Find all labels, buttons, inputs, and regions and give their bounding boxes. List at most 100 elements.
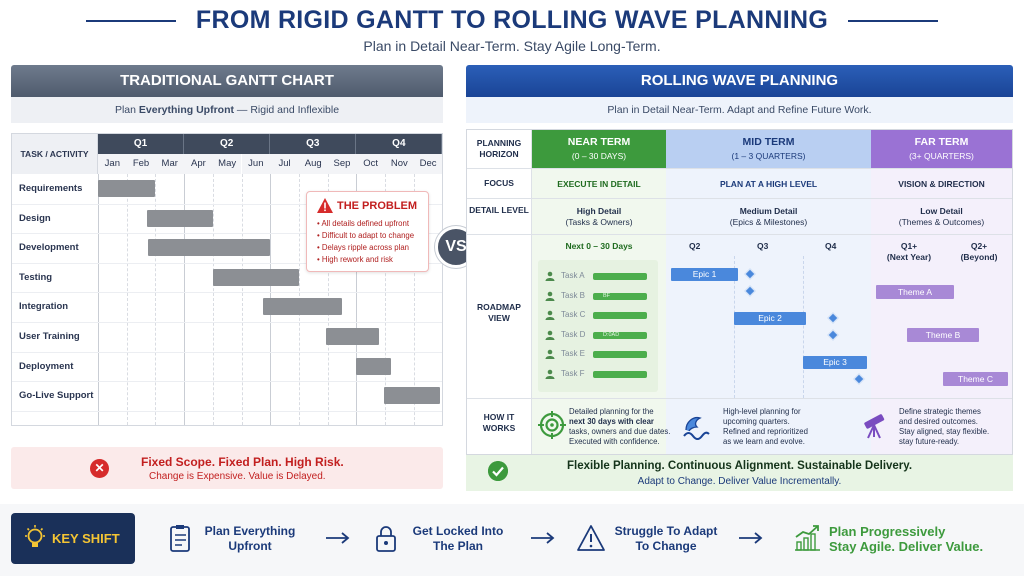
how-line: stay future-ready.	[899, 437, 960, 446]
mid-focus: PLAN AT A HIGH LEVEL	[719, 179, 818, 189]
rolling-wave-footer: Flexible Planning. Continuous Alignment.…	[466, 455, 1013, 491]
gantt-month-header: Jun	[241, 154, 271, 174]
how-line: Executed with confidence.	[569, 437, 660, 446]
problem-item: • Delays ripple across plan	[317, 243, 410, 252]
gantt-gridline	[241, 174, 243, 425]
how-line: tasks, owners and due dates.	[569, 427, 671, 436]
user-icon	[545, 310, 555, 320]
row-label-focus: FOCUS	[484, 178, 514, 188]
gantt-bar	[148, 239, 271, 257]
telescope-icon	[864, 414, 885, 439]
gantt-corner-header: TASK / ACTIVITY	[12, 134, 98, 174]
near-task-label: Task D	[561, 329, 586, 339]
mid-term-title: MID TERM	[742, 136, 795, 148]
theme-bar: Theme C	[943, 372, 1008, 386]
near-task-bar	[593, 370, 647, 378]
step-3-text: Struggle To Adapt To Change	[610, 524, 722, 554]
near-task-row: Task A	[543, 271, 653, 283]
near-task-row: Task F	[543, 369, 653, 381]
divider	[467, 168, 1012, 169]
far-col-1: Q1+ (Next Year)	[879, 241, 939, 263]
gantt-month-header: May	[212, 154, 242, 174]
gantt-task-label: User Training	[19, 331, 80, 342]
epic-bar: Epic 1	[671, 268, 738, 281]
gantt-row-divider	[12, 351, 442, 353]
gantt-sub-bold: Everything Upfront	[138, 104, 234, 116]
divider	[467, 398, 1012, 399]
mid-quarter-q3: Q3	[757, 241, 769, 251]
near-detail: High Detail (Tasks & Owners)	[532, 206, 666, 228]
problem-list: • All details defined upfront • Difficul…	[317, 218, 414, 266]
far-term-header: FAR TERM (3+ QUARTERS)	[871, 130, 1012, 168]
arrow-right-icon	[531, 532, 555, 544]
final-line: Stay Agile. Deliver Value.	[829, 539, 984, 554]
near-term-header: NEAR TERM (0 – 30 DAYS)	[532, 130, 666, 168]
growth-chart-icon	[795, 525, 820, 551]
near-task-bar	[593, 312, 647, 319]
gantt-task-label: Deployment	[19, 360, 74, 372]
warning-triangle-icon	[577, 525, 605, 551]
how-line: Refined and reprioritized	[723, 427, 808, 436]
near-detail-level: High Detail	[576, 206, 622, 216]
rolling-wave-table: NEAR TERM (0 – 30 DAYS) MID TERM (1 – 3 …	[466, 129, 1013, 455]
epic-bar: Epic 2	[734, 312, 806, 325]
gantt-bar	[98, 180, 156, 197]
gantt-row-divider	[12, 381, 442, 383]
how-line: as we learn and evolve.	[723, 437, 805, 446]
gantt-month-header: Feb	[126, 154, 156, 174]
gantt-bar	[383, 387, 440, 405]
near-task-row: Task B BF	[543, 291, 653, 303]
user-icon	[545, 291, 555, 301]
gantt-month-header: Apr	[184, 154, 213, 174]
gantt-month-header: Dec	[413, 154, 443, 174]
mid-detail-level: Medium Detail	[739, 206, 798, 216]
target-icon	[538, 411, 566, 439]
title-rule-left	[86, 20, 176, 22]
page-title: FROM RIGID GANTT TO ROLLING WAVE PLANNIN…	[195, 6, 829, 34]
clipboard-icon	[170, 525, 190, 552]
problem-item: • High rework and risk	[317, 255, 393, 264]
far-col-1-sub: (Next Year)	[886, 252, 932, 262]
row-label-roadmap: ROADMAP VIEW	[477, 302, 521, 323]
check-circle-icon	[488, 461, 508, 481]
gantt-row-divider	[12, 410, 442, 412]
near-task-row: Task C	[543, 310, 653, 322]
x-circle-icon: ✕	[90, 459, 109, 478]
arrow-right-icon	[739, 532, 763, 544]
gantt-gridline	[184, 174, 186, 425]
gantt-quarter-header: Q1	[98, 134, 185, 154]
mid-quarter-q4: Q4	[825, 241, 837, 251]
far-col-2: Q2+ (Beyond)	[949, 241, 1009, 263]
how-line: and desired outcomes.	[899, 417, 978, 426]
divider	[803, 256, 804, 398]
rolling-wave-subheader: Plan in Detail Near-Term. Adapt and Refi…	[466, 97, 1013, 123]
user-icon	[545, 349, 555, 359]
near-task-bar	[593, 292, 647, 300]
row-label-detail: DETAIL LEVEL	[469, 205, 529, 215]
near-detail-sub: (Tasks & Owners)	[565, 217, 633, 227]
gantt-footer-line2: Change is Expensive. Value is Delayed.	[149, 471, 326, 482]
near-task-label: Task C	[561, 310, 586, 319]
far-detail: Low Detail (Themes & Outcomes)	[871, 206, 1012, 228]
mid-term-column	[666, 130, 871, 454]
gantt-task-label: Go-Live Support	[19, 390, 94, 402]
far-col-2-sub: (Beyond)	[960, 252, 998, 262]
near-task-label: Task B	[561, 290, 586, 300]
gantt-quarter-header: Q3	[270, 134, 357, 154]
near-task-tag: BF	[603, 292, 611, 299]
mid-quarter-q2: Q2	[689, 241, 701, 251]
gantt-task-label: Testing	[19, 271, 53, 283]
step-line: Plan Everything	[204, 524, 296, 538]
divider	[467, 198, 1012, 199]
gantt-bar	[146, 209, 213, 227]
far-how-text: Define strategic themes and desired outc…	[899, 407, 989, 447]
near-task-bar	[593, 351, 647, 358]
problem-title: THE PROBLEM	[337, 200, 418, 212]
gantt-task-label: Requirements	[19, 183, 83, 194]
step-line: Struggle To Adapt	[614, 524, 718, 538]
step-1-text: Plan Everything Upfront	[200, 524, 300, 554]
gantt-row-divider	[12, 322, 442, 323]
near-task-bar	[593, 331, 647, 339]
